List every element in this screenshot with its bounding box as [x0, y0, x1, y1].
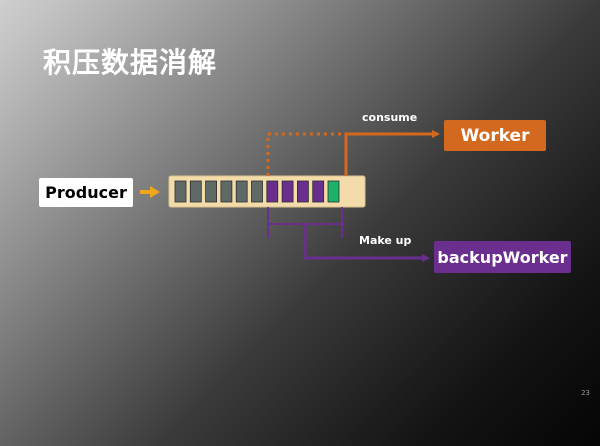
- queue-slot-current: [327, 180, 340, 203]
- queue-slot: [251, 180, 263, 203]
- queue-slot: [189, 180, 202, 203]
- worker-box: Worker: [444, 120, 546, 151]
- dotted-consume-line: [266, 132, 346, 176]
- queue-slots: [174, 180, 340, 203]
- queue-slot: [266, 180, 279, 203]
- backup-worker-box: backupWorker: [434, 241, 571, 273]
- queue-slot: [235, 180, 248, 203]
- consume-label: consume: [362, 111, 418, 124]
- producer-box: Producer: [39, 178, 133, 207]
- producer-arrow: [140, 186, 160, 198]
- queue-slot: [205, 180, 218, 203]
- consume-arrow: [344, 130, 440, 176]
- queue-slot: [220, 180, 233, 203]
- queue-slot: [312, 180, 325, 203]
- makeup-label: Make up: [359, 234, 412, 247]
- queue-slot: [281, 180, 294, 203]
- slide-title: 积压数据消解: [43, 46, 218, 79]
- queue-slot: [296, 180, 309, 203]
- queue-slot: [174, 180, 187, 203]
- page-number: 23: [581, 389, 590, 397]
- makeup-arrow: [303, 224, 430, 262]
